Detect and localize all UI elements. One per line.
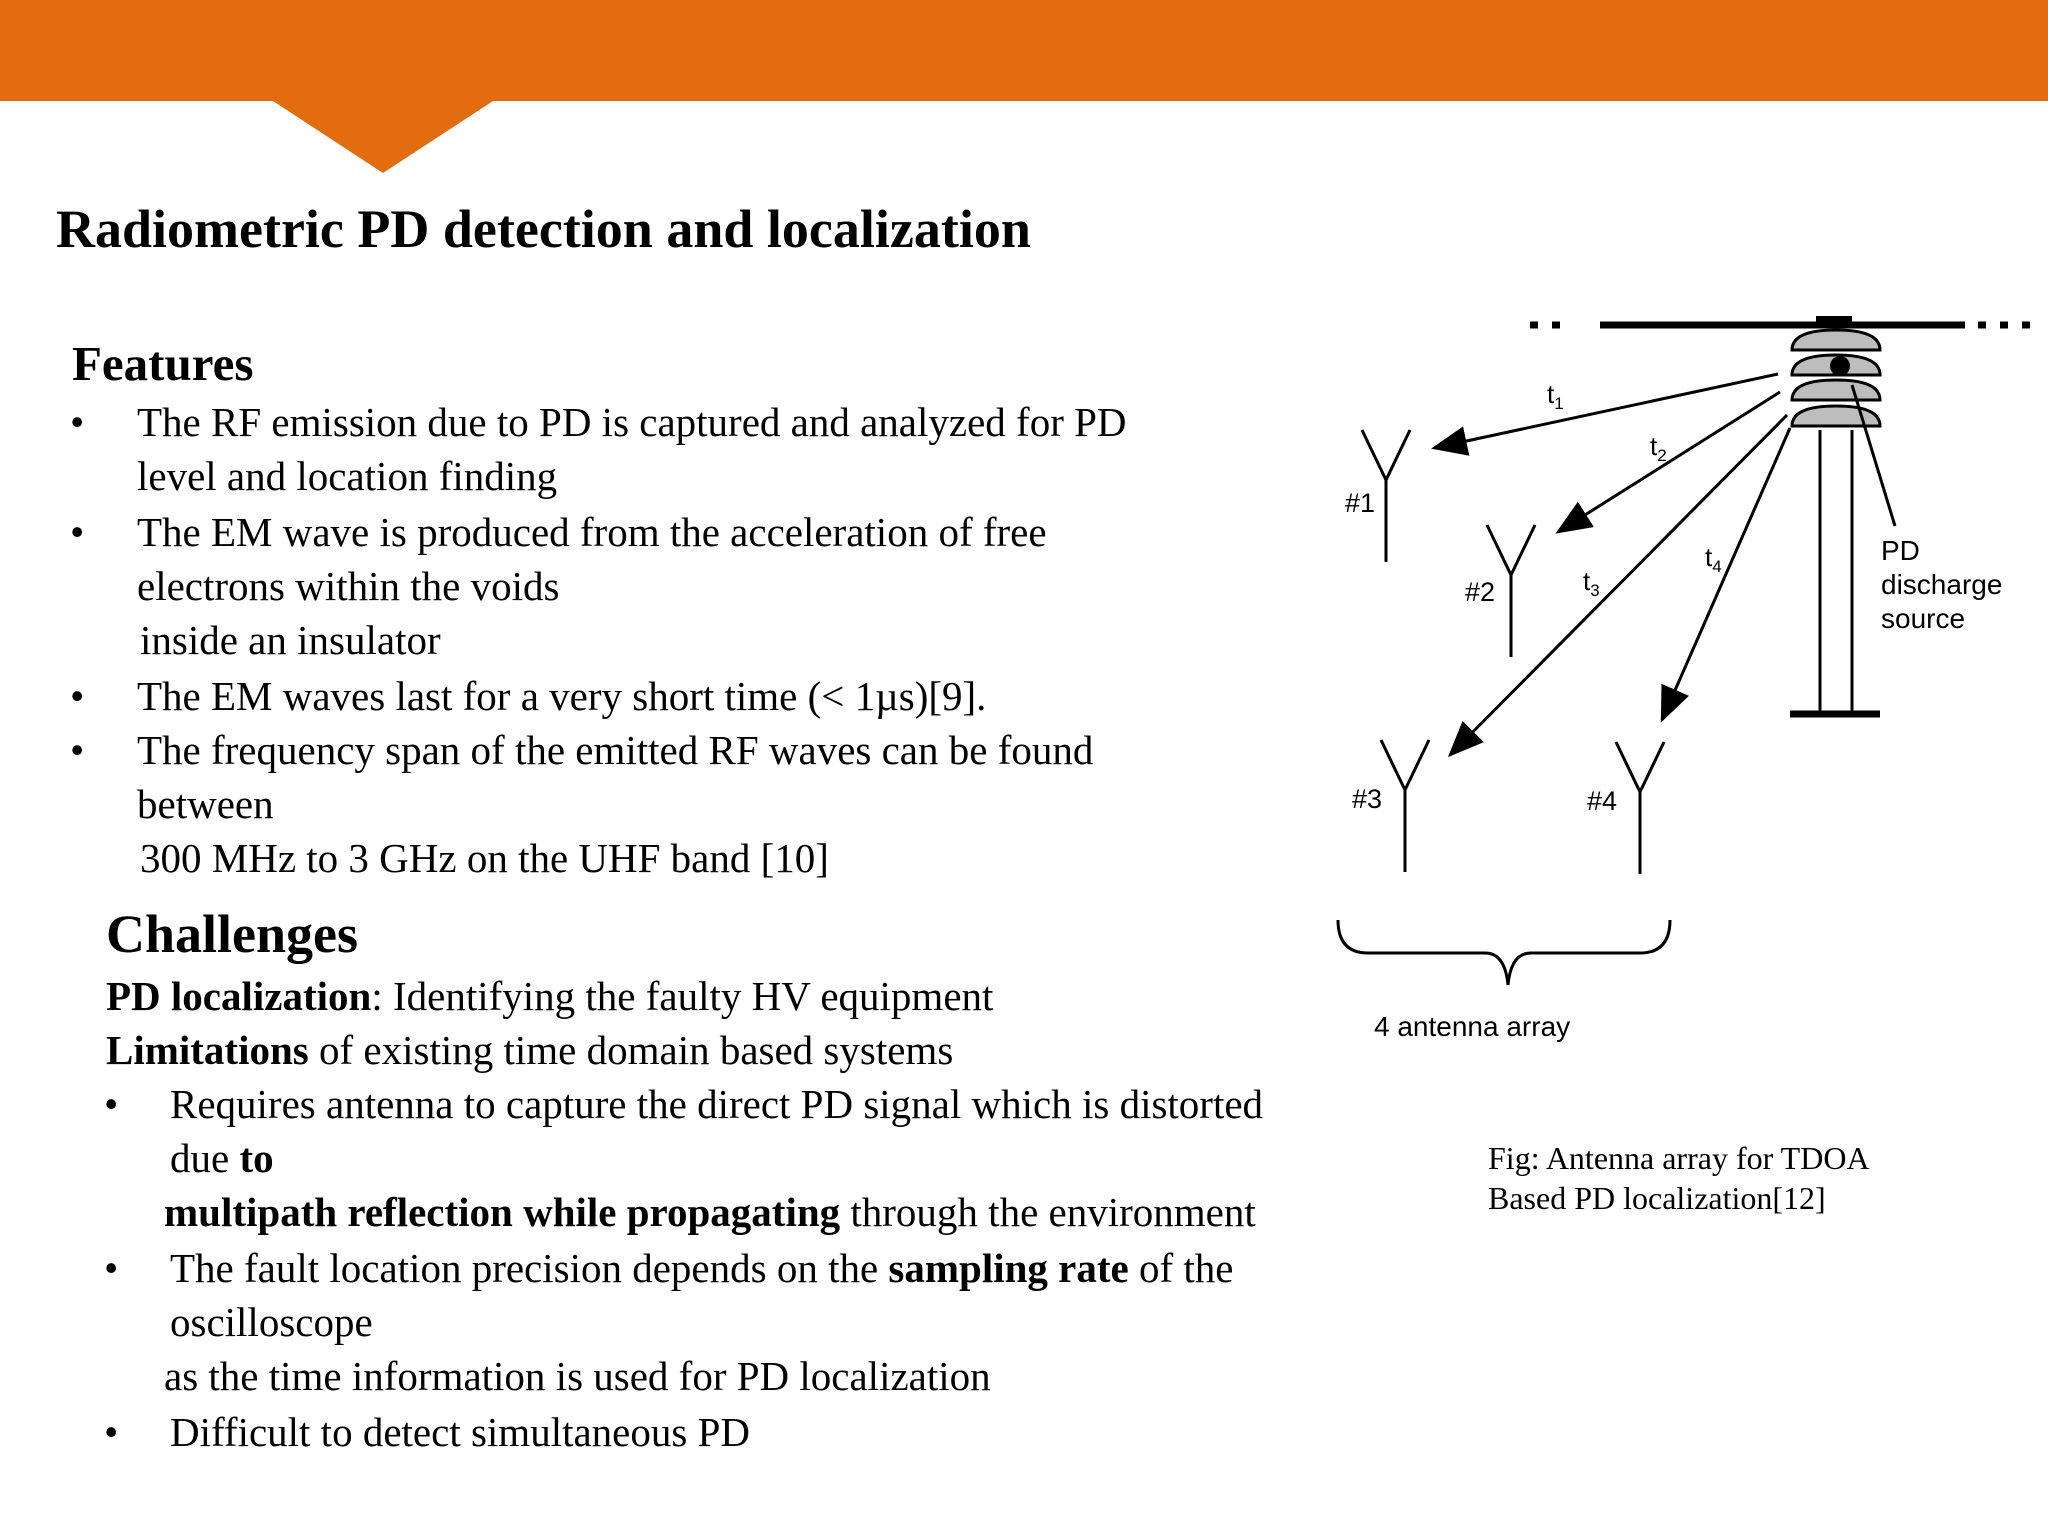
antenna-1-label: #1	[1345, 488, 1375, 518]
pd-localization-term: PD localization	[106, 973, 372, 1019]
bullet-marker: •	[104, 1245, 119, 1291]
insulator-icon	[1790, 328, 1882, 718]
challenge-2-line-1: The fault location precision depends on …	[170, 1244, 1233, 1292]
challenge-1-line-2-a: due	[170, 1135, 240, 1181]
signal-arrow-2	[1555, 390, 1781, 534]
feature-2-line-3: inside an insulator	[140, 617, 441, 663]
signal-arrow-3	[1447, 413, 1789, 758]
antenna-2-icon	[1485, 524, 1537, 657]
page-title: Radiometric PD detection and localizatio…	[56, 199, 1031, 259]
antenna-3-icon	[1379, 739, 1431, 872]
pd-label-line-3: source	[1881, 603, 1965, 634]
banner-notch	[273, 101, 493, 173]
array-brace	[1336, 919, 1672, 986]
hv-busbar	[1530, 316, 2030, 329]
challenge-2-line-1-c: of the	[1128, 1245, 1234, 1291]
antenna-3-label: #3	[1352, 784, 1382, 814]
feature-3-line-1: The EM waves last for a very short time …	[137, 673, 987, 719]
challenge-1-line-3-a: multipath reflection while propagating	[164, 1189, 841, 1235]
pd-localization-text: : Identifying the faulty HV equipment	[371, 973, 994, 1019]
pd-label-line-2: discharge	[1881, 569, 2002, 600]
bullet-marker: •	[70, 727, 85, 773]
antenna-2-label: #2	[1465, 577, 1495, 607]
time-label-t2: t2	[1650, 431, 1667, 465]
time-label-t3: t3	[1583, 566, 1600, 600]
header-banner	[0, 0, 2048, 101]
bullet-marker: •	[70, 673, 85, 719]
bullet-marker: •	[104, 1409, 119, 1455]
pd-source-dot	[1830, 356, 1850, 376]
limitations-line: Limitations of existing time domain base…	[106, 1026, 953, 1074]
feature-1-line-1: The RF emission due to PD is captured an…	[137, 399, 1127, 445]
challenge-2-line-2: oscilloscope	[170, 1299, 373, 1345]
challenge-1-line-2: due to	[170, 1134, 274, 1182]
figure-caption-line-2: Based PD localization[12]	[1488, 1180, 1826, 1216]
bullet-marker: •	[70, 509, 85, 555]
antenna-4-icon	[1614, 741, 1666, 874]
antenna-1-icon	[1360, 429, 1412, 562]
array-label: 4 antenna array	[1374, 1011, 1570, 1042]
signal-arrow-1	[1431, 372, 1779, 456]
feature-2-line-2: electrons within the voids	[137, 563, 560, 609]
pd-localization-line: PD localization: Identifying the faulty …	[106, 972, 993, 1020]
challenge-1-line-3: multipath reflection while propagating t…	[164, 1188, 1256, 1236]
time-label-t1: t1	[1547, 379, 1564, 413]
signal-arrow-4	[1660, 427, 1792, 723]
pd-label-line-1: PD	[1881, 535, 1920, 566]
feature-4-line-1: The frequency span of the emitted RF wav…	[137, 727, 1094, 773]
feature-4-line-2: between	[137, 781, 274, 827]
antenna-4-label: #4	[1587, 786, 1617, 816]
figure-caption-line-1: Fig: Antenna array for TDOA	[1488, 1140, 1870, 1176]
challenge-1-line-3-b: through the environment	[840, 1189, 1256, 1235]
limitations-text: of existing time domain based systems	[308, 1027, 954, 1073]
challenge-2-line-1-b: sampling rate	[888, 1245, 1129, 1291]
limitations-term: Limitations	[106, 1027, 309, 1073]
bullet-marker: •	[70, 399, 85, 445]
features-heading: Features	[72, 336, 254, 391]
feature-1-line-2: level and location finding	[137, 453, 558, 499]
pd-source-pointer	[1850, 384, 1897, 527]
challenge-1-line-2-b: to	[239, 1135, 274, 1181]
challenge-1-line-1: Requires antenna to capture the direct P…	[170, 1081, 1264, 1127]
challenges-heading: Challenges	[106, 904, 359, 964]
bullet-marker: •	[104, 1081, 119, 1127]
feature-2-line-1: The EM wave is produced from the acceler…	[137, 509, 1047, 555]
challenge-3-line-1: Difficult to detect simultaneous PD	[170, 1409, 750, 1455]
feature-4-line-3: 300 MHz to 3 GHz on the UHF band [10]	[140, 835, 829, 881]
challenge-2-line-1-a: The fault location precision depends on …	[170, 1245, 889, 1291]
challenge-2-line-3: as the time information is used for PD l…	[164, 1353, 991, 1399]
time-label-t4: t4	[1705, 542, 1722, 576]
